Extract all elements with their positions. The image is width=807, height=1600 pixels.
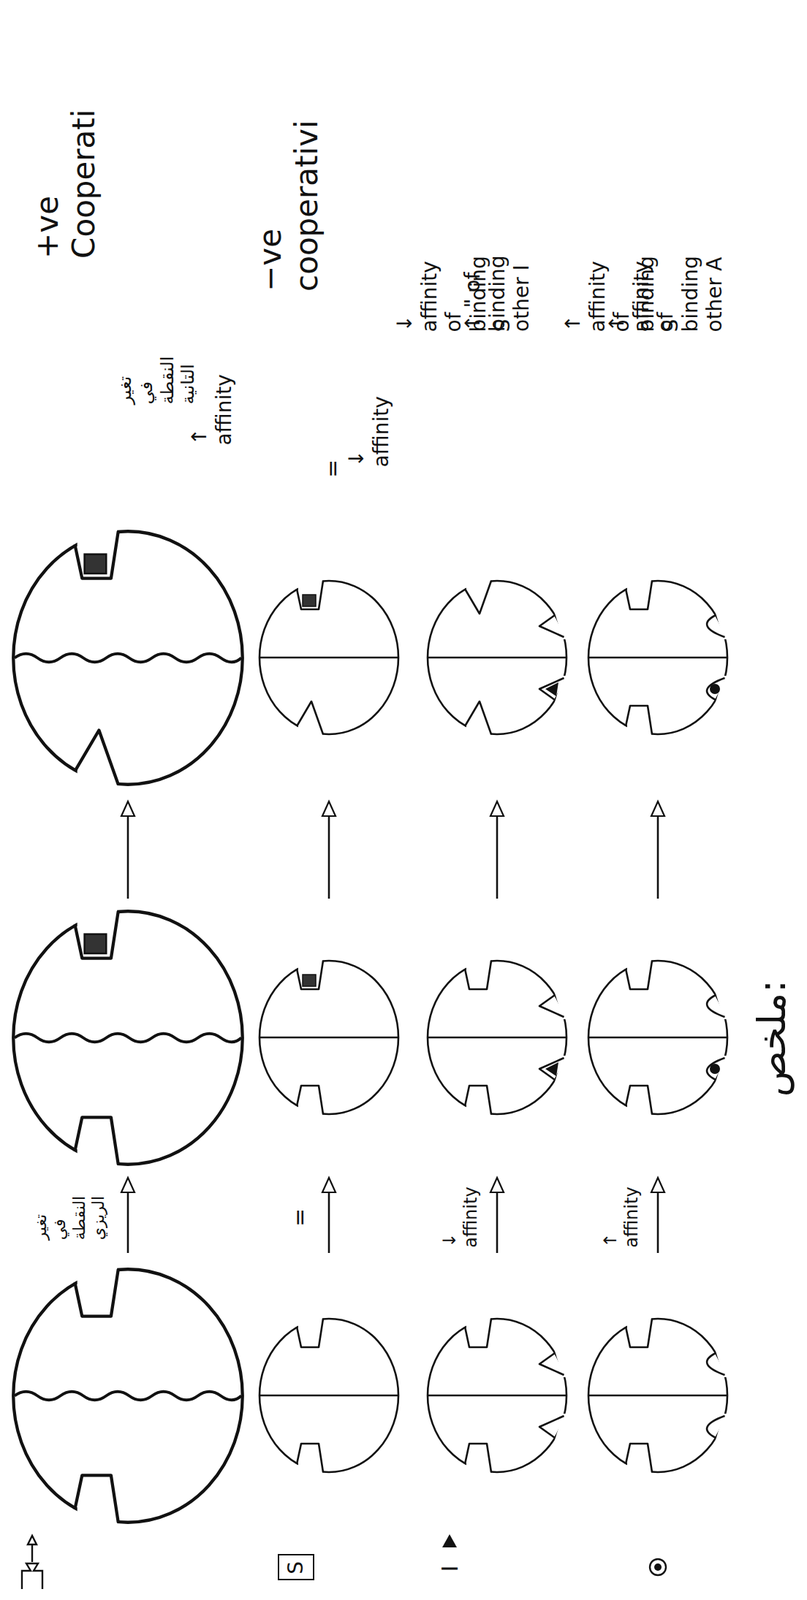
enzyme-c1 <box>427 1312 575 1480</box>
note-label-holder: = <box>319 457 346 479</box>
note-label-holder: ↑ affinity <box>187 372 237 446</box>
enzyme-d2 <box>588 954 736 1122</box>
note-label: ↓ affinity <box>344 394 394 468</box>
marker-a <box>21 1536 43 1590</box>
note-label-holder: تغير في النقطة الريزي <box>30 1194 109 1241</box>
enzyme-a3 <box>13 520 243 796</box>
enzyme-d3 <box>588 574 736 742</box>
note-label: = <box>286 1206 313 1228</box>
activator-marker <box>649 1559 666 1576</box>
note-label-holder: ↑ affinity of binding other A <box>603 253 727 332</box>
enzyme-a2 <box>13 900 243 1176</box>
note-label: I <box>436 1564 463 1573</box>
note-label: ↓ affinity <box>439 1185 482 1249</box>
note-label-holder: ↓ affinity <box>439 1185 482 1249</box>
enzyme-b1 <box>259 1312 399 1480</box>
note-label: +ve Cooperati <box>29 107 104 259</box>
arrow-heads <box>121 801 665 1193</box>
note-label: ↑ affinity of binding other A <box>603 253 727 332</box>
note-label: ↑ affinity <box>600 1185 643 1249</box>
ligand-box: S <box>277 1554 315 1582</box>
enzyme-b2 <box>259 954 399 1122</box>
note-label: = <box>319 457 346 479</box>
note-label: ↑ " of binding other I <box>460 253 535 332</box>
enzyme-d1 <box>588 1312 736 1480</box>
ligand-label: S <box>283 1560 309 1576</box>
enzyme-b3 <box>259 574 399 742</box>
enzyme-a1 <box>13 1258 243 1534</box>
inhibitor-marker <box>442 1535 457 1549</box>
note-label-holder: ↑ " of binding other I <box>460 253 535 332</box>
note-label-holder: ↓ affinity <box>344 394 394 468</box>
note-label-holder: ↑ affinity <box>600 1185 643 1249</box>
note-label-holder: −ve cooperativi <box>252 118 327 292</box>
note-label: تغير في النقطة الريزي <box>30 1194 109 1241</box>
title-holder: ملخص: <box>748 978 795 1098</box>
note-label-holder: I <box>436 1564 463 1573</box>
note-label-holder: = <box>286 1206 313 1228</box>
note-label: تغير في النقطة التانية <box>114 355 199 405</box>
note-label: −ve cooperativi <box>252 118 327 292</box>
enzyme-c2 <box>427 954 575 1122</box>
note-label-holder: تغير في النقطة التانية <box>114 355 200 405</box>
title: ملخص: <box>748 978 794 1098</box>
note-label: ↑ affinity <box>187 372 237 446</box>
enzyme-c3 <box>427 574 575 742</box>
step-arrows <box>127 815 658 1254</box>
note-label-holder: +ve Cooperati <box>29 107 104 259</box>
